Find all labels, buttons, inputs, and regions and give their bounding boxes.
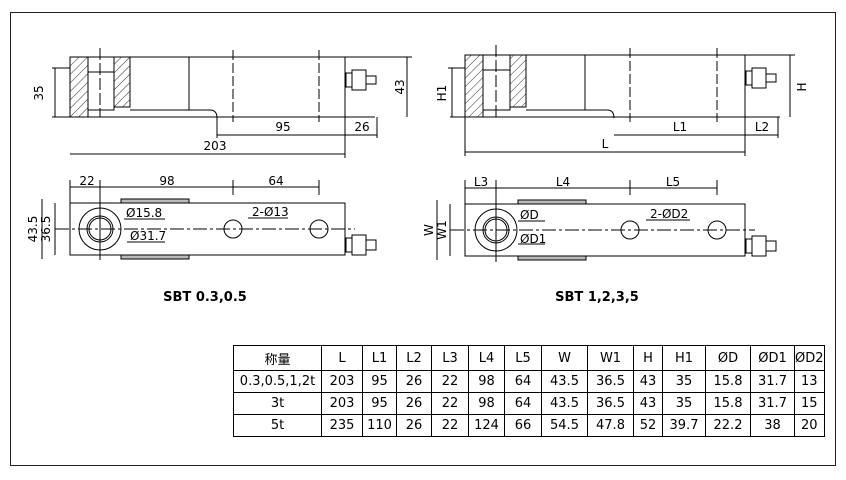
table-cell: 98: [468, 392, 505, 415]
header-cell: ØD: [705, 345, 751, 371]
dim-203: 203: [204, 139, 227, 153]
dim-l1: L1: [673, 120, 687, 134]
table-cell: 35: [662, 370, 706, 393]
table-cell: 22: [431, 414, 469, 437]
header-cell: ØD2: [794, 345, 825, 371]
table-cell: 22: [431, 392, 469, 415]
dim-43-5: 43.5: [26, 216, 40, 243]
caption-right: SBT 1,2,3,5: [555, 290, 639, 305]
table-cell: 203: [321, 392, 363, 415]
dim-h: H: [795, 82, 809, 91]
table-cell: 38: [750, 414, 795, 437]
table-cell: 35: [662, 392, 706, 415]
table-cell: 22.2: [705, 414, 751, 437]
table-cell: 39.7: [662, 414, 706, 437]
table-cell: 110: [362, 414, 397, 437]
dim-35: 35: [32, 85, 46, 100]
dim-l2: L2: [755, 120, 769, 134]
dim-l: L: [602, 137, 609, 151]
dim-2-d2: 2-ØD2: [650, 207, 688, 221]
spec-table: 称量 L L1 L2 L3 L4 L5 W W1 H H1 ØD ØD1 ØD2…: [233, 345, 825, 437]
table-cell: 26: [396, 414, 432, 437]
dim-d: ØD: [520, 208, 539, 222]
table-cell: 22: [431, 370, 469, 393]
header-cell: W: [541, 345, 588, 371]
dim-l5: L5: [666, 175, 680, 189]
dim-l3: L3: [474, 175, 488, 189]
dim-l4: L4: [556, 175, 570, 189]
table-cell: 20: [794, 414, 825, 437]
table-cell: 43: [633, 392, 663, 415]
dim-22: 22: [79, 174, 94, 188]
header-cell: H: [633, 345, 663, 371]
table-cell: 47.8: [587, 414, 634, 437]
dim-95: 95: [275, 120, 290, 134]
table-cell: 43.5: [541, 392, 588, 415]
table-cell: 98: [468, 370, 505, 393]
header-cell: L3: [431, 345, 469, 371]
table-cell: 95: [362, 392, 397, 415]
drawing-frame: [10, 12, 836, 466]
dim-64: 64: [268, 174, 283, 188]
dim-2-d13: 2-Ø13: [252, 205, 289, 219]
caption-left: SBT 0.3,0.5: [163, 290, 247, 305]
table-cell: 95: [362, 370, 397, 393]
header-cell: H1: [662, 345, 706, 371]
table-cell: 64: [504, 392, 542, 415]
table-cell: 124: [468, 414, 505, 437]
right-side-view: H1 H L1 L2 L: [435, 45, 809, 156]
table-cell: 203: [321, 370, 363, 393]
table-cell: 0.3,0.5,1,2t: [233, 370, 322, 393]
dim-h1: H1: [435, 85, 449, 102]
table-cell: 235: [321, 414, 363, 437]
table-cell: 26: [396, 392, 432, 415]
dim-d31-7: Ø31.7: [130, 229, 166, 243]
table-cell: 31.7: [750, 370, 795, 393]
dim-d15-8: Ø15.8: [126, 206, 162, 220]
table-cell: 13: [794, 370, 825, 393]
dim-98: 98: [159, 174, 174, 188]
table-cell: 52: [633, 414, 663, 437]
right-top-view: L3 L4 L5 W W1 ØD ØD1 2-ØD2 SBT 1,2,3,5: [422, 175, 777, 305]
table-cell: 15: [794, 392, 825, 415]
table-cell: 3t: [233, 392, 322, 415]
header-cell: L4: [468, 345, 505, 371]
table-cell: 5t: [233, 414, 322, 437]
dim-43: 43: [393, 79, 407, 94]
dim-d1: ØD1: [520, 232, 546, 246]
table-cell: 43.5: [541, 370, 588, 393]
table-cell: 31.7: [750, 392, 795, 415]
table-cell: 15.8: [705, 392, 751, 415]
dim-26: 26: [354, 120, 369, 134]
table-cell: 26: [396, 370, 432, 393]
header-cell: L: [321, 345, 363, 371]
table-cell: 43: [633, 370, 663, 393]
table-cell: 36.5: [587, 370, 634, 393]
header-cell: W1: [587, 345, 634, 371]
header-cell: L5: [504, 345, 542, 371]
table-cell: 15.8: [705, 370, 751, 393]
table-cell: 36.5: [587, 392, 634, 415]
dim-w: W: [422, 224, 436, 236]
left-top-view: 22 98 64 43.5 36.5 Ø15.8 Ø31.7 2-Ø13 SBT…: [26, 174, 377, 305]
table-cell: 66: [504, 414, 542, 437]
header-cell: 称量: [233, 345, 322, 371]
table-header-row: 称量 L L1 L2 L3 L4 L5 W W1 H H1 ØD ØD1 ØD2: [233, 345, 825, 371]
table-cell: 54.5: [541, 414, 588, 437]
header-cell: L2: [396, 345, 432, 371]
header-cell: L1: [362, 345, 397, 371]
header-cell: ØD1: [750, 345, 795, 371]
dim-w1: W1: [435, 220, 449, 240]
dim-36-5: 36.5: [39, 216, 53, 243]
table-cell: 64: [504, 370, 542, 393]
left-side-view: 35 43 95 26 203: [32, 48, 412, 158]
